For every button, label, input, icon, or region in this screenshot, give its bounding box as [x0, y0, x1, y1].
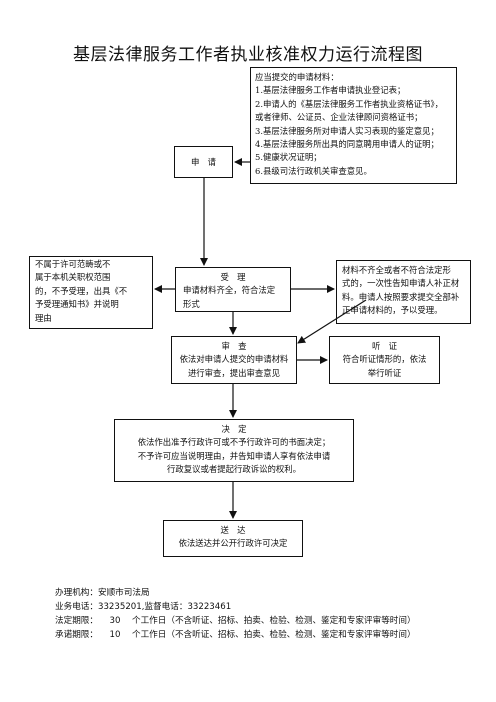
promise-days: 10 [109, 630, 121, 640]
not-accept-line: 予受理通知书》并说明 [35, 299, 119, 310]
not-accept-line: 理由 [35, 312, 52, 323]
review-line: 依法对申请人提交的申请材料 [179, 354, 289, 365]
accept-heading: 受 理 [220, 272, 246, 282]
delivery-line: 依法送达并公开行政许可决定 [178, 538, 288, 549]
materials-line: 或者律师、公证员、企业法律顾问资格证书； [255, 112, 423, 123]
hearing-line: 符合听证情形的，依法 [342, 354, 427, 365]
legal-text: 个工作日（不含听证、招标、拍卖、检验、检测、鉴定和专家评审等时间） [131, 616, 416, 626]
agency-value: 安顺市司法局 [97, 588, 150, 598]
materials-line: 5.健康状况证明； [255, 152, 322, 163]
review-box: 审 查 依法对申请人提交的申请材料 进行审查，提出审查意见 [171, 336, 297, 384]
materials-line: 2.申请人的《基层法律服务工作者执业资格证书》， [255, 98, 444, 109]
decision-line: 不予许可应当说明理由，并告知申请人享有依法申请 [137, 450, 331, 461]
materials-line: 应当提交的申请材料： [255, 72, 339, 82]
delivery-heading: 送 达 [220, 525, 246, 535]
accept-line: 申请材料齐全，符合法定 [183, 285, 276, 296]
decision-line: 依法作出准予行政许可或不予行政许可的书面决定； [137, 437, 331, 448]
incomplete-box: 材料不齐全或者不符合法定形 式的，一次性告知申请人补正材 料。申请人按照要求提交… [336, 260, 471, 324]
materials-line: 6.县级司法行政机关审查意见。 [255, 165, 372, 176]
hearing-box: 听 证 符合听证情形的，依法 举行听证 [329, 336, 440, 384]
delivery-box: 送 达 依法送达并公开行政许可决定 [163, 520, 303, 557]
promise-label: 承诺期限： [55, 630, 98, 640]
page-title: 基层法律服务工作者执业核准权力运行流程图 [73, 45, 423, 65]
decision-box: 决 定 依法作出准予行政许可或不予行政许可的书面决定； 不予许可应当说明理由，并… [114, 419, 354, 482]
phone-value: 33235201 [97, 602, 142, 612]
review-line: 进行审查，提出审查意见 [187, 367, 281, 378]
not-accept-line: 属于本机关职权范围 [35, 272, 111, 283]
materials-line: 3.基层法律服务所对申请人实习表现的鉴定意见； [255, 125, 439, 136]
hearing-line: 举行听证 [367, 367, 402, 378]
phone-label: 业务电话： [55, 602, 98, 612]
footer-phone-row: 业务电话：33235201,监督电话：33223461 [55, 600, 416, 614]
not-accept-line: 的，不予受理，出具《不 [35, 285, 128, 296]
incomplete-line: 正申请材料的，予以受理。 [342, 305, 443, 316]
arrow-incomplete-to-review [297, 299, 367, 344]
supervise-label: ,监督电话： [141, 602, 188, 612]
apply-box: 申 请 [174, 146, 233, 178]
agency-label: 办理机构： [55, 588, 98, 598]
materials-line: 4.基层法律服务所出具的同意聘用申请人的证明； [255, 139, 439, 150]
promise-text: 个工作日（不含听证、招标、拍卖、检验、检测、鉴定和专家评审等时间） [131, 630, 416, 640]
supervise-value: 33223461 [187, 602, 232, 612]
incomplete-line: 材料不齐全或者不符合法定形 [342, 265, 451, 275]
apply-label: 申 请 [190, 157, 217, 167]
accept-box: 受 理 申请材料齐全，符合法定 形式 [175, 267, 291, 312]
materials-box: 应当提交的申请材料： 1.基层法律服务工作者申请执业登记表； 2.申请人的《基层… [250, 67, 457, 184]
footer-legal-row: 法定期限： 30 个工作日（不含听证、招标、拍卖、检验、检测、鉴定和专家评审等时间） [55, 614, 416, 628]
legal-days: 30 [109, 616, 121, 626]
accept-line: 形式 [183, 298, 200, 309]
not-accept-box: 不属于许可范畴或不 属于本机关职权范围 的，不予受理，出具《不 予受理通知书》并… [29, 256, 153, 329]
incomplete-line: 式的，一次性告知申请人补正材 [342, 278, 460, 289]
footer-agency-row: 办理机构：安顺市司法局 [55, 586, 416, 600]
hearing-heading: 听 证 [371, 341, 398, 351]
materials-line: 1.基层法律服务工作者申请执业登记表； [255, 85, 406, 96]
footer-promise-row: 承诺期限： 10 个工作日（不含听证、招标、拍卖、检验、检测、鉴定和专家评审等时间） [55, 628, 416, 642]
decision-line: 行政复议或者提起行政诉讼的权利。 [167, 464, 301, 475]
footer-info: 办理机构：安顺市司法局 业务电话：33235201,监督电话：33223461 … [55, 586, 416, 642]
legal-label: 法定期限： [55, 616, 98, 626]
not-accept-line: 不属于许可范畴或不 [35, 259, 111, 269]
review-heading: 审 查 [221, 341, 247, 351]
decision-heading: 决 定 [221, 424, 247, 434]
incomplete-line: 料。申请人按照要求提交全部补 [342, 291, 460, 302]
